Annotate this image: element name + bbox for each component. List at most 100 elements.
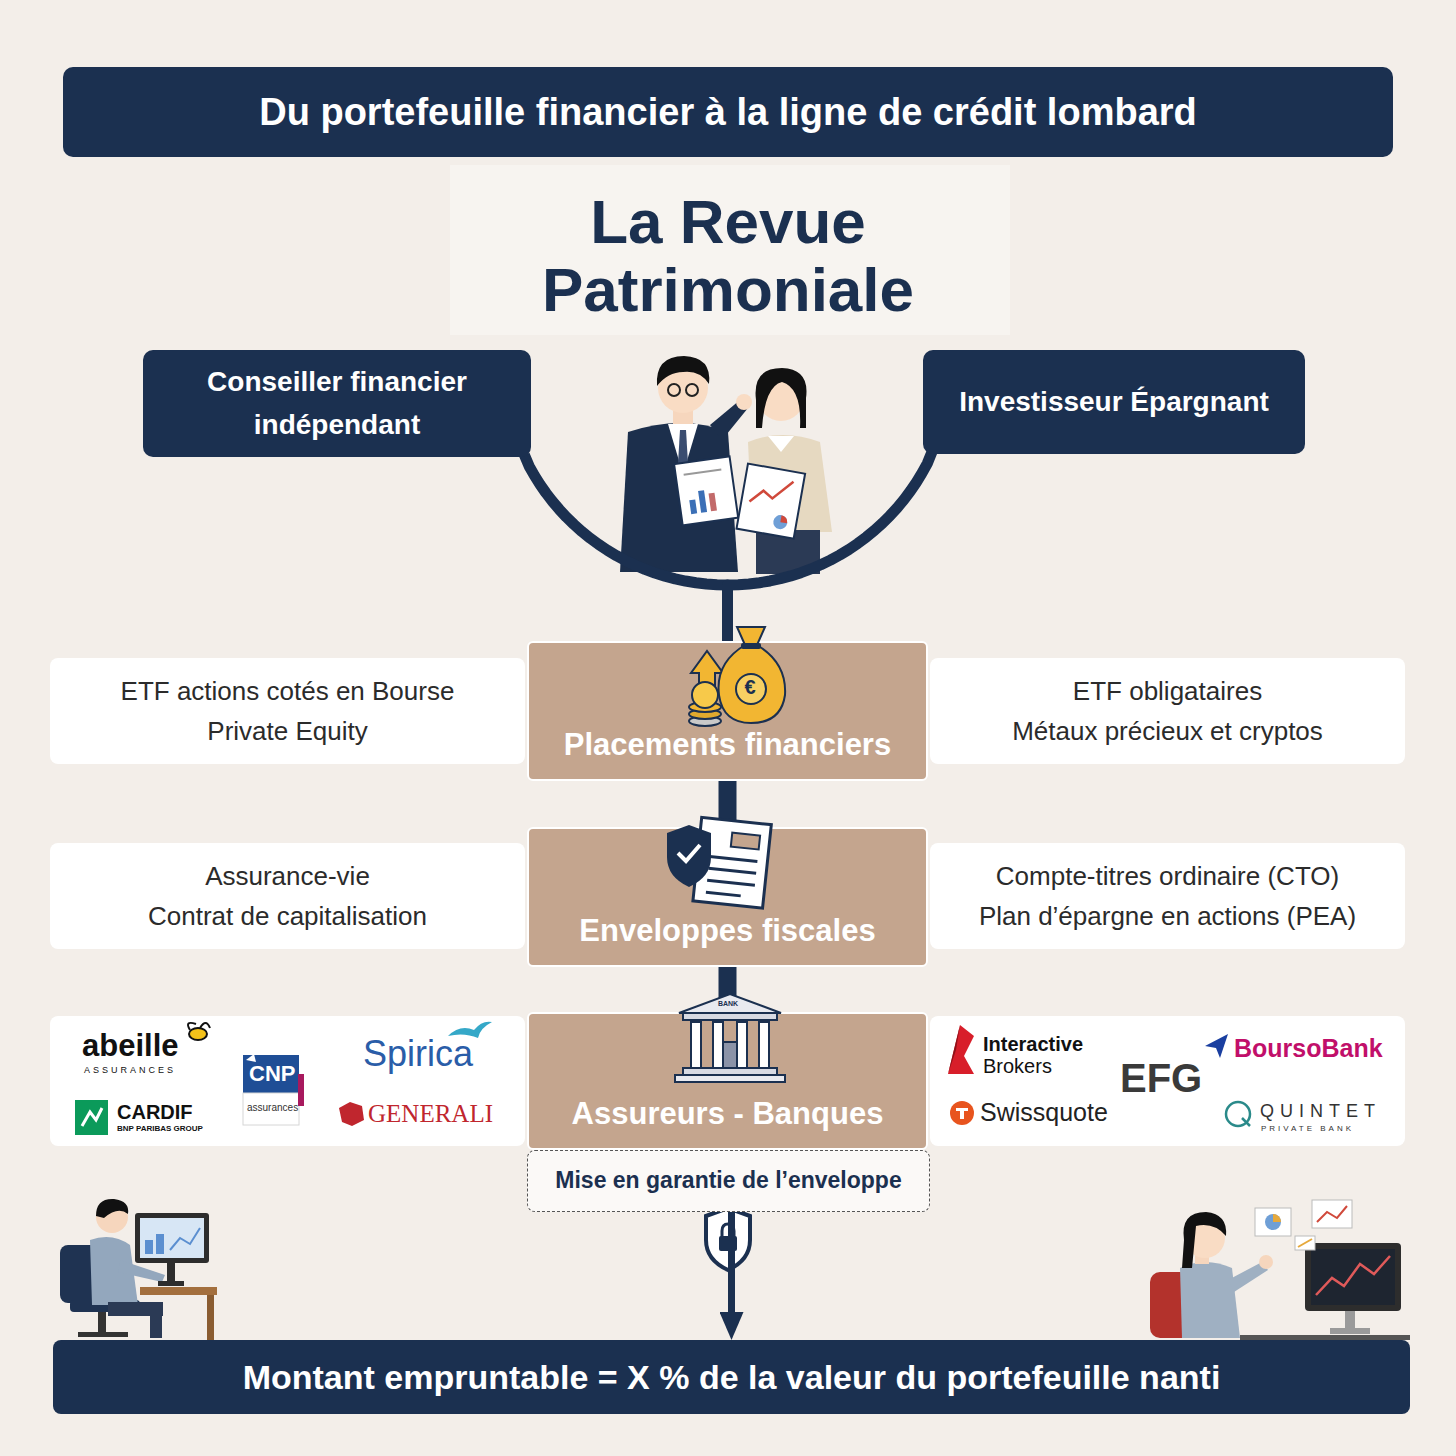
rect-shape: [691, 1022, 701, 1068]
box-text: Contrat de capitalisation: [148, 896, 427, 936]
rect-shape: [737, 1022, 747, 1068]
title-bar: Du portefeuille financier à la ligne de …: [63, 67, 1393, 157]
logo-text: assurances: [247, 1103, 298, 1113]
path-shape: [1205, 1034, 1228, 1058]
box-text: Mise en garantie de l’enveloppe: [555, 1166, 901, 1196]
path-shape: [679, 994, 781, 1013]
line-shape: [684, 470, 722, 475]
path-shape: [948, 1025, 960, 1074]
circle-shape: [686, 384, 698, 396]
box-text: Conseiller financier indépendant: [165, 360, 509, 447]
brand-heading: La Revue Patrimoniale: [448, 188, 1008, 324]
circle-shape: [692, 682, 718, 708]
rect-shape: [741, 643, 761, 649]
box-text: Assurance-vie: [205, 856, 370, 896]
polyline-shape: [1316, 1256, 1390, 1295]
analyst-figure: [1150, 1200, 1410, 1340]
rect-shape: [243, 1093, 299, 1125]
rect-shape: [698, 490, 707, 513]
rect-shape: [1255, 1208, 1291, 1236]
polyline-shape: [678, 845, 700, 861]
path-shape: [118, 1260, 165, 1282]
bank-icon: [529, 1014, 930, 1152]
circle-shape: [950, 1101, 974, 1125]
polyline-shape: [1317, 1206, 1347, 1222]
rect-shape: [158, 1281, 184, 1286]
rect-shape: [98, 1312, 106, 1334]
money-bag-icon: [529, 643, 930, 783]
rect-shape: [674, 456, 738, 525]
rect-shape: [156, 1234, 164, 1254]
circle-shape: [668, 384, 680, 396]
polyline-shape: [749, 475, 793, 509]
connector: [728, 1212, 735, 1330]
path-shape: [768, 436, 794, 452]
logo-text: BoursoBank: [1234, 1036, 1383, 1061]
path-shape: [657, 356, 709, 386]
circle-shape: [736, 674, 766, 704]
rect-shape: [145, 1240, 153, 1254]
bank-sign: BANK: [708, 1000, 748, 1007]
rect-shape: [1311, 1249, 1395, 1305]
box-text: Métaux précieux et cryptos: [1012, 711, 1323, 751]
advisor-figure: [620, 356, 752, 572]
step-box: Assureurs - Banques: [527, 1012, 928, 1150]
rect-shape: [737, 464, 806, 539]
path-shape: [737, 627, 765, 645]
box-text: ETF obligataires: [1073, 671, 1262, 711]
rect-shape: [135, 1213, 209, 1263]
rect-shape: [298, 1074, 304, 1106]
logo-text: CNP: [249, 1063, 295, 1085]
step-box: Enveloppes fiscales: [527, 827, 928, 967]
path-shape: [188, 1023, 210, 1030]
rect-shape: [1345, 1311, 1355, 1329]
line-shape: [708, 868, 756, 873]
line-shape: [707, 880, 755, 885]
rect-shape: [1295, 1236, 1315, 1250]
rect-shape: [1330, 1328, 1370, 1334]
rect-shape: [207, 1295, 214, 1340]
path-shape: [1273, 1214, 1281, 1222]
logo-text: Brokers: [983, 1056, 1052, 1076]
rect-shape: [709, 493, 717, 512]
path-shape: [620, 423, 738, 572]
path-shape: [780, 515, 788, 523]
logo-text: Interactive: [983, 1034, 1083, 1054]
logo-text: BNP PARIBAS GROUP: [117, 1125, 203, 1133]
logo-text: EFG: [1120, 1058, 1202, 1098]
logo-text: QUINTET: [1260, 1102, 1381, 1120]
path-shape: [82, 1108, 102, 1126]
circle-shape: [1265, 1214, 1281, 1230]
circle-shape: [1226, 1102, 1250, 1126]
box-text: Compte-titres ordinaire (CTO): [996, 856, 1339, 896]
investor-figure: [737, 368, 832, 574]
line-shape: [710, 856, 758, 861]
path-shape: [339, 1102, 364, 1126]
logo-text: CARDIF: [117, 1102, 193, 1122]
logo-text: ASSURANCES: [84, 1066, 176, 1075]
rect-shape: [713, 1022, 723, 1068]
rect-shape: [723, 1042, 737, 1068]
path-shape: [246, 1054, 256, 1062]
logo-text: GENERALI: [368, 1101, 493, 1126]
rect-shape: [78, 1332, 128, 1337]
role-box: Investisseur Épargnant: [923, 350, 1305, 454]
result-bar: Montant empruntable = X % de la valeur d…: [53, 1340, 1410, 1414]
rect-shape: [140, 1218, 204, 1258]
g-shape: [737, 464, 806, 539]
rect-shape: [759, 1022, 769, 1068]
logo-text: PRIVATE BANK: [1261, 1125, 1354, 1133]
box-text: Private Equity: [207, 711, 367, 751]
rect-shape: [1305, 1243, 1401, 1311]
polyline-shape: [170, 1228, 200, 1250]
box-text: Placements financiers: [564, 726, 891, 763]
rect-shape: [683, 1013, 777, 1020]
box-text: Enveloppes fiscales: [579, 912, 875, 949]
logo-text: Swissquote: [980, 1100, 1108, 1125]
box-text: ETF actions cotés en Bourse: [121, 671, 455, 711]
box-text: Plan d’épargne en actions (PEA): [979, 896, 1356, 936]
path-shape: [948, 1025, 974, 1074]
example-panel: Assurance-vieContrat de capitalisation: [50, 843, 525, 949]
logo-text: Spirica: [363, 1036, 473, 1072]
